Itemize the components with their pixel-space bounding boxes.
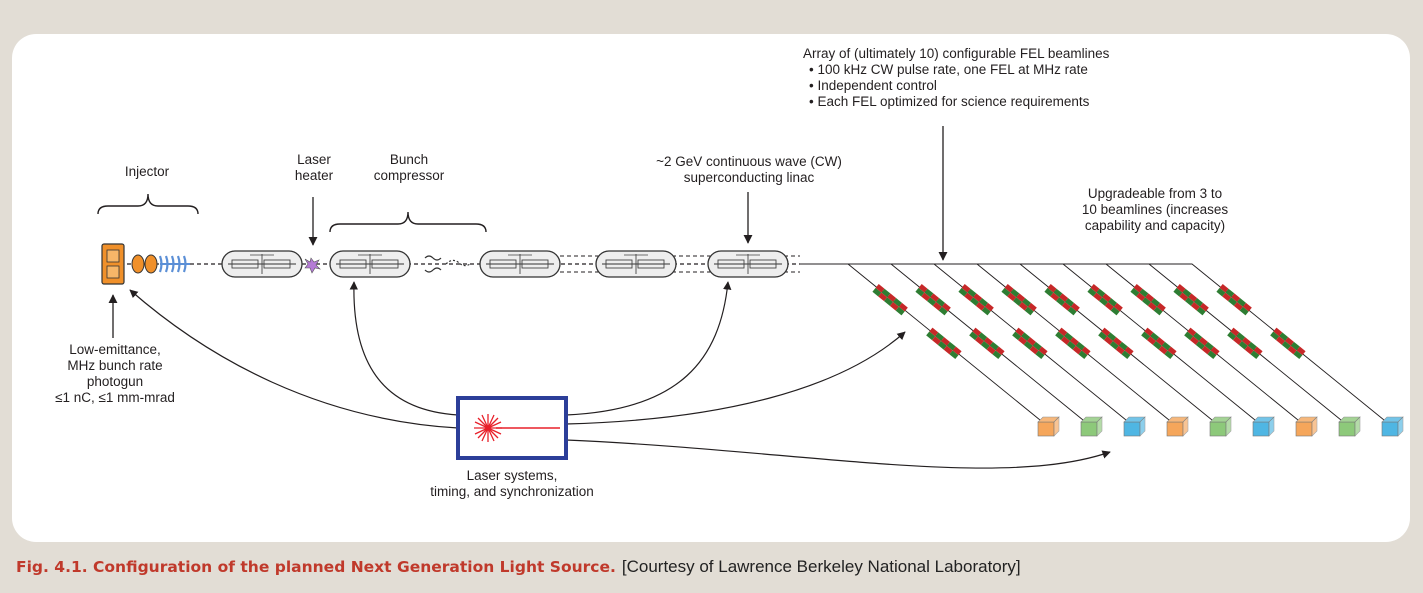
endstation-blue: [1252, 416, 1275, 437]
fel-array-label: Array of (ultimately 10) configurable FE…: [803, 46, 1110, 109]
cryomodule-5: [707, 250, 789, 278]
undulator-segment: [1227, 327, 1263, 360]
injector-rf-cavities: [131, 254, 190, 274]
endstation-blue: [1123, 416, 1146, 437]
undulator-segment: [915, 283, 951, 316]
cryomodule-4: [595, 250, 677, 278]
undulator-segment: [1216, 283, 1252, 316]
undulator-segment: [872, 283, 908, 316]
endstation-green: [1080, 416, 1103, 437]
endstation-green: [1338, 416, 1361, 437]
figure-caption: Fig. 4.1. Configuration of the planned N…: [16, 557, 1021, 577]
undulator-segment: [1001, 283, 1037, 316]
undulator-segment: [1141, 327, 1177, 360]
undulator-segment: [1173, 283, 1209, 316]
injector-label: Injector: [124, 164, 170, 179]
undulator-segment: [1012, 327, 1048, 360]
cryomodule-3: [479, 250, 561, 278]
undulator-segment: [1055, 327, 1091, 360]
endstation-green: [1209, 416, 1232, 437]
undulator-segment: [1184, 327, 1220, 360]
cryomodule-2: [329, 250, 411, 278]
undulator-segment: [1130, 283, 1166, 316]
laser-system-box: [456, 396, 568, 460]
chicane: [424, 255, 471, 273]
beamline-path: [800, 263, 1385, 421]
cryomodule-1: [221, 250, 303, 278]
linac-label: ~2 GeV continuous wave (CW)superconducti…: [656, 154, 842, 185]
undulator-segment: [958, 283, 994, 316]
undulator-segment: [1270, 327, 1306, 360]
undulator-array: [872, 283, 1306, 360]
endstation-blue: [1381, 416, 1404, 437]
undulator-segment: [1044, 283, 1080, 316]
caption-title: Fig. 4.1. Configuration of the planned N…: [16, 558, 616, 576]
undulator-segment: [1098, 327, 1134, 360]
endstation-orange: [1166, 416, 1189, 437]
injector-brace: [97, 193, 199, 215]
endstation-orange: [1295, 416, 1318, 437]
fel-beamlines: [800, 263, 1385, 421]
undulator-segment: [926, 327, 962, 360]
photogun: [101, 243, 125, 285]
caption-credit: [Courtesy of Lawrence Berkeley National …: [621, 557, 1021, 576]
undulator-segment: [1087, 283, 1123, 316]
laser-systems-label: Laser systems,timing, and synchronizatio…: [430, 468, 594, 499]
laser-distribution-lines: [129, 281, 1111, 469]
endstations: [1037, 416, 1404, 437]
endstation-orange: [1037, 416, 1060, 437]
bunch-compressor-brace: [329, 211, 487, 233]
undulator-segment: [969, 327, 1005, 360]
laser-heater-icon: [304, 257, 321, 274]
